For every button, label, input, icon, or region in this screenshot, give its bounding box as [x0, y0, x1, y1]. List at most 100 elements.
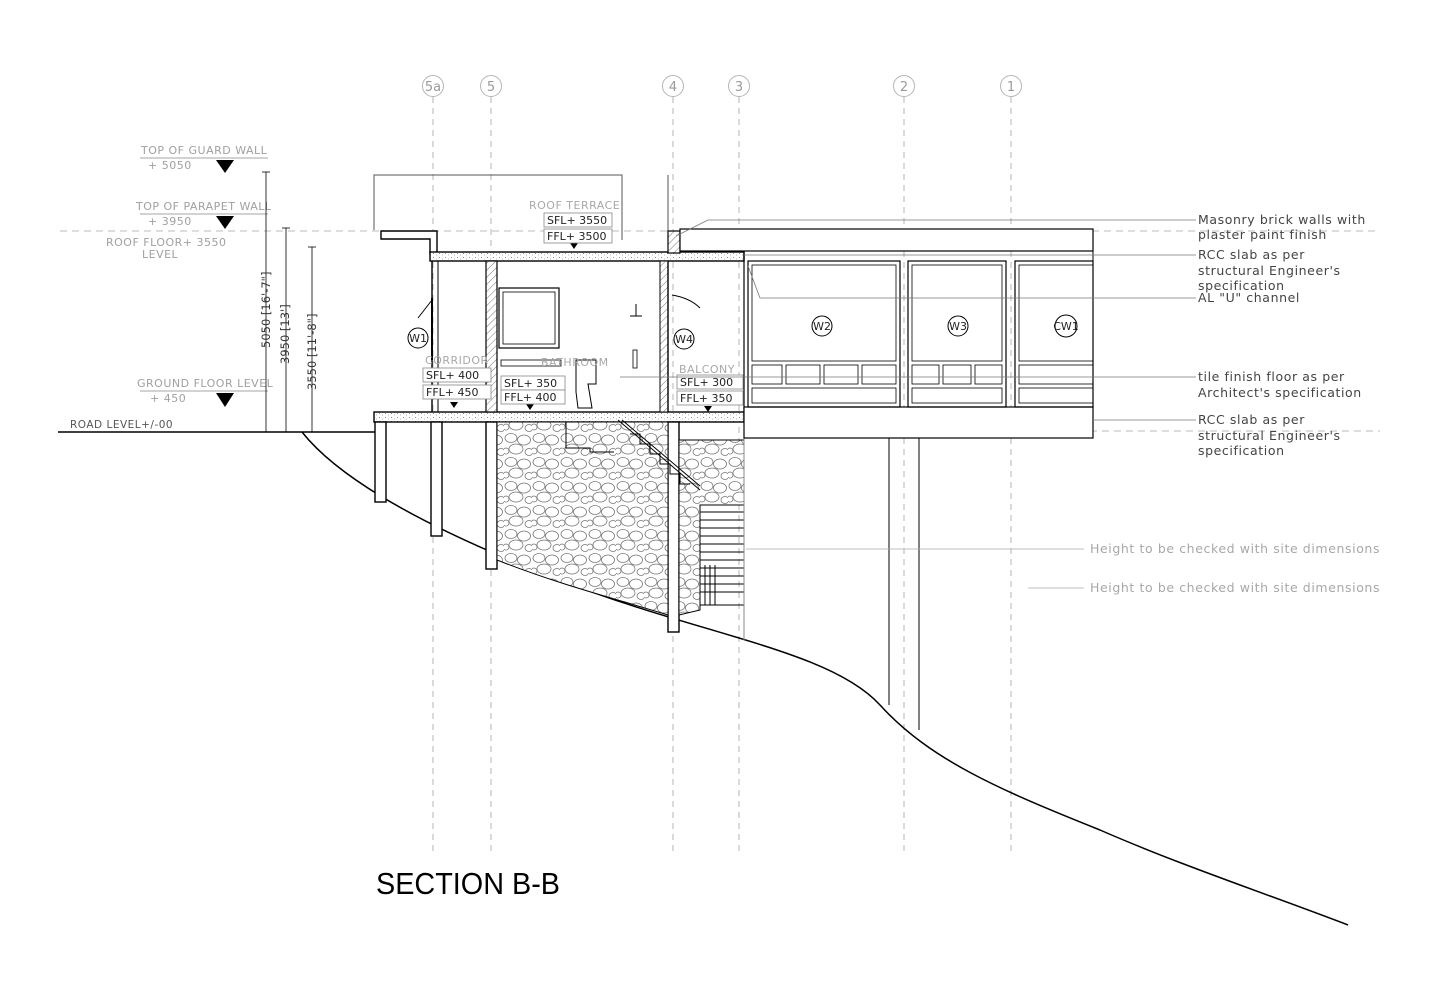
grid-bubbles: 5a 5 4 3 2 1: [422, 75, 1022, 97]
room-balcony: BALCONY SFL+ 300 FFL+ 350: [676, 363, 744, 406]
tag-cw1: CW1: [1053, 314, 1079, 338]
room-name: ROOF TERRACE: [529, 199, 620, 212]
bathroom-mirror: [498, 287, 560, 349]
bathroom-wall-right: [659, 260, 669, 413]
level-name: ROOF FLOOR+ 3550: [106, 236, 227, 249]
tags: W1 W4 W2 W3 CW1: [407, 314, 1079, 350]
dimensions: [262, 171, 316, 432]
tag-w3: W3: [947, 315, 969, 337]
room-sfl: SFL+ 300: [680, 376, 733, 389]
dimension-3950: 3950 [13']: [278, 304, 292, 364]
level-name: GROUND FLOOR LEVEL: [137, 377, 274, 390]
tag-label: W3: [949, 320, 967, 333]
level-triangle-icon: [216, 160, 234, 173]
tag-label: W2: [813, 320, 831, 333]
cantilever-columns: [888, 438, 920, 730]
room-sfl: SFL+ 3550: [547, 214, 607, 227]
staircase: [565, 419, 745, 606]
guard-wall-outline: [373, 174, 623, 240]
level-top-of-guard-wall: TOP OF GUARD WALL + 5050: [140, 144, 268, 173]
note-rcc-slab-top: RCC slab as per structural Engineer's sp…: [1198, 247, 1341, 293]
level-road: ROAD LEVEL+/-00: [70, 419, 173, 431]
note-line: structural Engineer's: [1198, 428, 1341, 443]
grid-bubble-5: 5: [480, 75, 502, 97]
note-line: plaster paint finish: [1198, 227, 1327, 242]
tag-label: W4: [675, 333, 693, 346]
tag-w2: W2: [811, 315, 833, 337]
room-name: BATHROOM: [541, 356, 609, 369]
room-sfl: SFL+ 350: [504, 377, 557, 390]
grid-bubble-1: 1: [1000, 75, 1022, 97]
level-name: TOP OF PARAPET WALL: [135, 200, 272, 213]
window-panel-w2: [747, 260, 901, 408]
level-value: + 5050: [148, 159, 192, 172]
tag-label: W1: [409, 332, 427, 345]
grid-bubble-2: 2: [893, 75, 915, 97]
note-al-channel: AL "U" channel: [1198, 290, 1300, 305]
room-roof-terrace: ROOF TERRACE SFL+ 3550 FFL+ 3500: [529, 199, 620, 244]
window-panel-cw1: [1014, 260, 1094, 408]
roof-parapet-left: [380, 230, 438, 254]
note-line: Architect's specification: [1198, 385, 1362, 400]
grid-label-4: 4: [669, 80, 677, 95]
ground: [58, 431, 1349, 926]
grid-bubble-3: 3: [728, 75, 750, 97]
room-name: BALCONY: [679, 363, 735, 376]
level-triangle-icon: [216, 216, 234, 229]
level-name: ROAD LEVEL+/-00: [70, 419, 173, 431]
level-name: TOP OF GUARD WALL: [140, 144, 268, 157]
note-leaders: [620, 219, 1196, 589]
note-line: Height to be checked with site dimension…: [1090, 541, 1380, 556]
note-height-check-2: Height to be checked with site dimension…: [1090, 580, 1380, 595]
level-ground-floor: GROUND FLOOR LEVEL + 450: [137, 377, 274, 407]
room-ffl: FFL+ 450: [426, 386, 479, 399]
grid-bubble-5a: 5a: [422, 75, 444, 97]
grid-label-5: 5: [487, 80, 495, 95]
note-line: Height to be checked with site dimension…: [1090, 580, 1380, 595]
note-line: RCC slab as per: [1198, 412, 1305, 427]
note-line: RCC slab as per: [1198, 247, 1305, 262]
note-line: specification: [1198, 278, 1285, 293]
tag-label: CW1: [1053, 320, 1079, 333]
note-line: tile finish floor as per: [1198, 369, 1345, 384]
ground-floor-slab: [373, 411, 745, 423]
grid-label-5a: 5a: [425, 80, 441, 95]
tag-w1: W1: [407, 327, 429, 349]
note-line: specification: [1198, 443, 1285, 458]
level-name-line2: LEVEL: [142, 248, 179, 261]
note-line: Masonry brick walls with: [1198, 212, 1366, 227]
note-rcc-slab-bottom: RCC slab as per structural Engineer's sp…: [1198, 412, 1341, 458]
level-value: + 450: [150, 392, 186, 405]
note-masonry: Masonry brick walls with plaster paint f…: [1198, 212, 1366, 242]
note-height-check-1: Height to be checked with site dimension…: [1090, 541, 1380, 556]
grid-label-1: 1: [1007, 80, 1015, 95]
room-ffl: FFL+ 3500: [547, 230, 607, 243]
room-bathroom: BATHROOM SFL+ 350 FFL+ 400: [500, 356, 609, 405]
room-sfl: SFL+ 400: [426, 369, 479, 382]
level-roof-floor: ROOF FLOOR+ 3550 LEVEL: [106, 236, 227, 261]
note-line: AL "U" channel: [1198, 290, 1300, 305]
room-name: CORRIDOR: [425, 354, 489, 367]
drawing-title: SECTION B-B: [376, 866, 560, 901]
dimension-3550: 3550 [11'-8"]: [305, 314, 319, 390]
note-line: structural Engineer's: [1198, 263, 1341, 278]
level-top-of-parapet-wall: TOP OF PARAPET WALL + 3950: [135, 200, 272, 229]
elevation-bottom-band: [743, 406, 1094, 439]
window-panel-w3: [907, 260, 1007, 408]
elevation-roof-band: [679, 228, 1094, 252]
level-triangle-icon: [216, 393, 234, 407]
level-markers: TOP OF GUARD WALL + 5050 TOP OF PARAPET …: [70, 144, 274, 431]
grid-label-2: 2: [900, 80, 908, 95]
note-tile-floor: tile finish floor as per Architect's spe…: [1198, 369, 1362, 400]
dimension-5050: 5050 [16'-7"]: [259, 272, 273, 348]
grid-label-3: 3: [735, 80, 743, 95]
room-corridor: CORRIDOR SFL+ 400 FFL+ 450: [422, 354, 492, 400]
stone-retaining-fill: [496, 421, 669, 616]
building-section: [373, 174, 1094, 730]
level-value: + 3950: [148, 215, 192, 228]
room-ffl: FFL+ 350: [680, 392, 733, 405]
roof-parapet-right: [667, 230, 681, 254]
grid-bubble-4: 4: [662, 75, 684, 97]
roof-slab: [429, 251, 745, 262]
